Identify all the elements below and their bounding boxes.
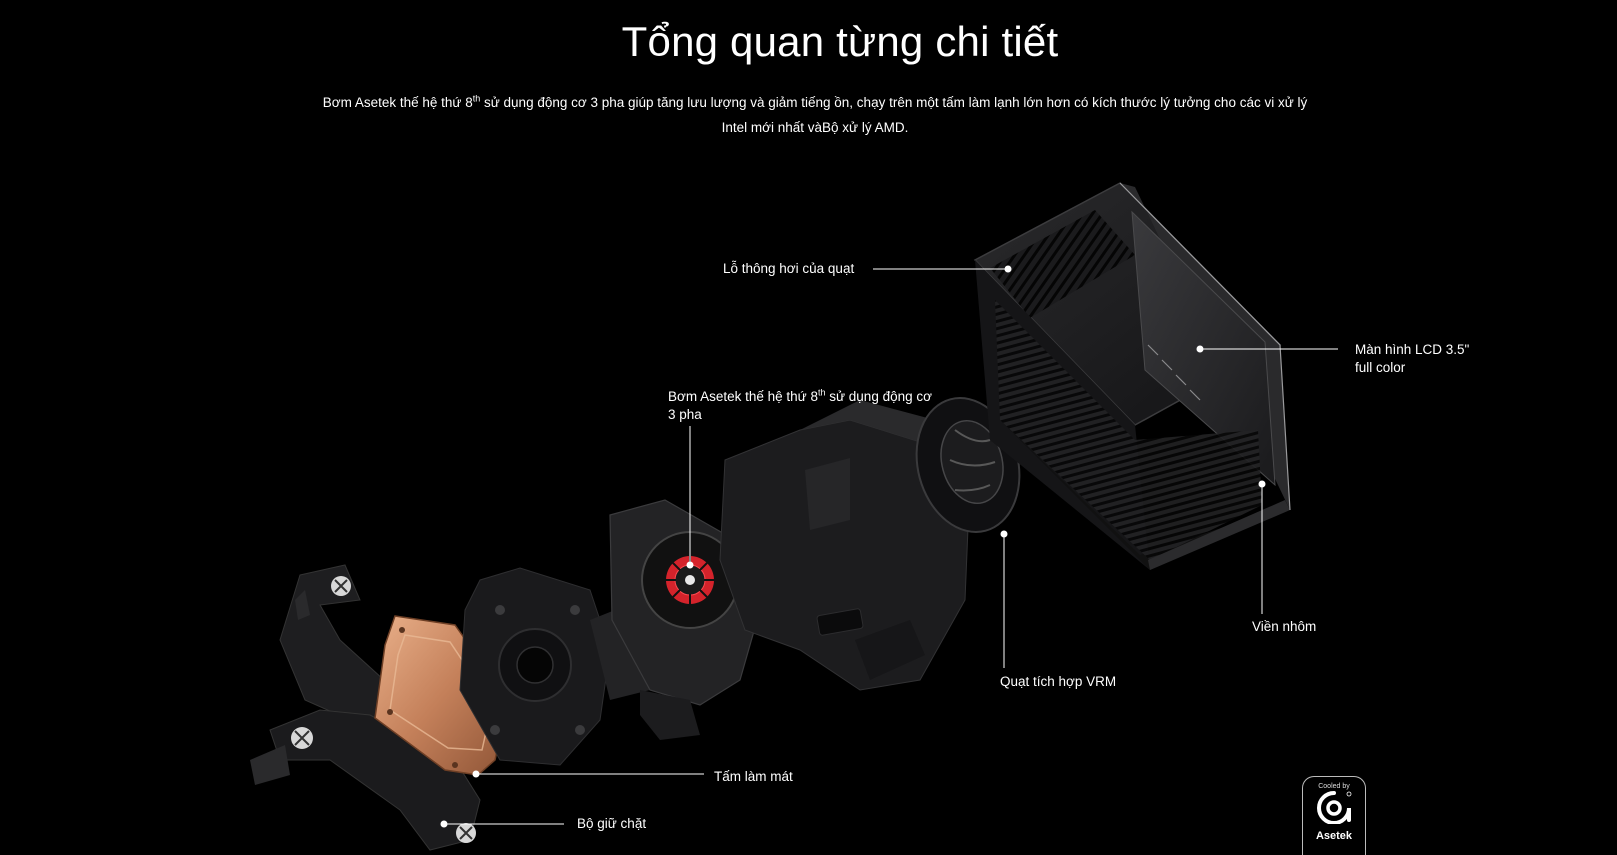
label-lcd-line-1: Màn hình LCD 3.5" <box>1355 342 1470 357</box>
page-description: Bơm Asetek thế hệ thứ 8th sử dụng động c… <box>304 90 1326 140</box>
label-pump-text-1: Bơm Asetek thế hệ thứ 8 <box>668 389 818 404</box>
mounting-bracket <box>250 564 481 851</box>
label-pump: Bơm Asetek thế hệ thứ 8th sử dụng động c… <box>668 388 932 424</box>
lcd-module <box>973 182 1291 570</box>
label-aluminum-frame: Viền nhôm <box>1252 619 1317 634</box>
description-superscript: th <box>472 93 481 104</box>
label-fan-vent: Lỗ thông hơi của quạt <box>723 261 855 276</box>
pump-housing <box>459 567 670 766</box>
page-title: Tổng quan từng chi tiết <box>621 18 1059 65</box>
label-cold-plate: Tấm làm mát <box>714 769 793 784</box>
callout-lines <box>440 265 1338 828</box>
description-line-2: Intel mới nhất vàBộ xử lý AMD. <box>721 120 909 135</box>
label-lcd-line-2: full color <box>1355 360 1406 375</box>
label-vrm-fan: Quạt tích hợp VRM <box>1000 674 1117 689</box>
asetek-badge: Cooled by Asetek <box>1302 776 1366 855</box>
label-pump-line-2: 3 pha <box>668 407 702 422</box>
description-text-2: sử dụng động cơ 3 pha giúp tăng lưu lượn… <box>480 95 1308 110</box>
label-bracket: Bộ giữ chặt <box>577 816 647 831</box>
label-pump-superscript: th <box>817 387 826 398</box>
label-pump-text-2: sử dụng động cơ <box>825 389 932 404</box>
badge-cooled-by: Cooled by <box>1318 783 1350 790</box>
label-lcd-screen: Màn hình LCD 3.5" full color <box>1355 341 1469 377</box>
badge-brand: Asetek <box>1315 830 1353 842</box>
description-text-1: Bơm Asetek thế hệ thứ 8 <box>322 95 473 110</box>
asetek-logo-icon <box>1317 791 1352 825</box>
pump-body <box>719 400 971 691</box>
